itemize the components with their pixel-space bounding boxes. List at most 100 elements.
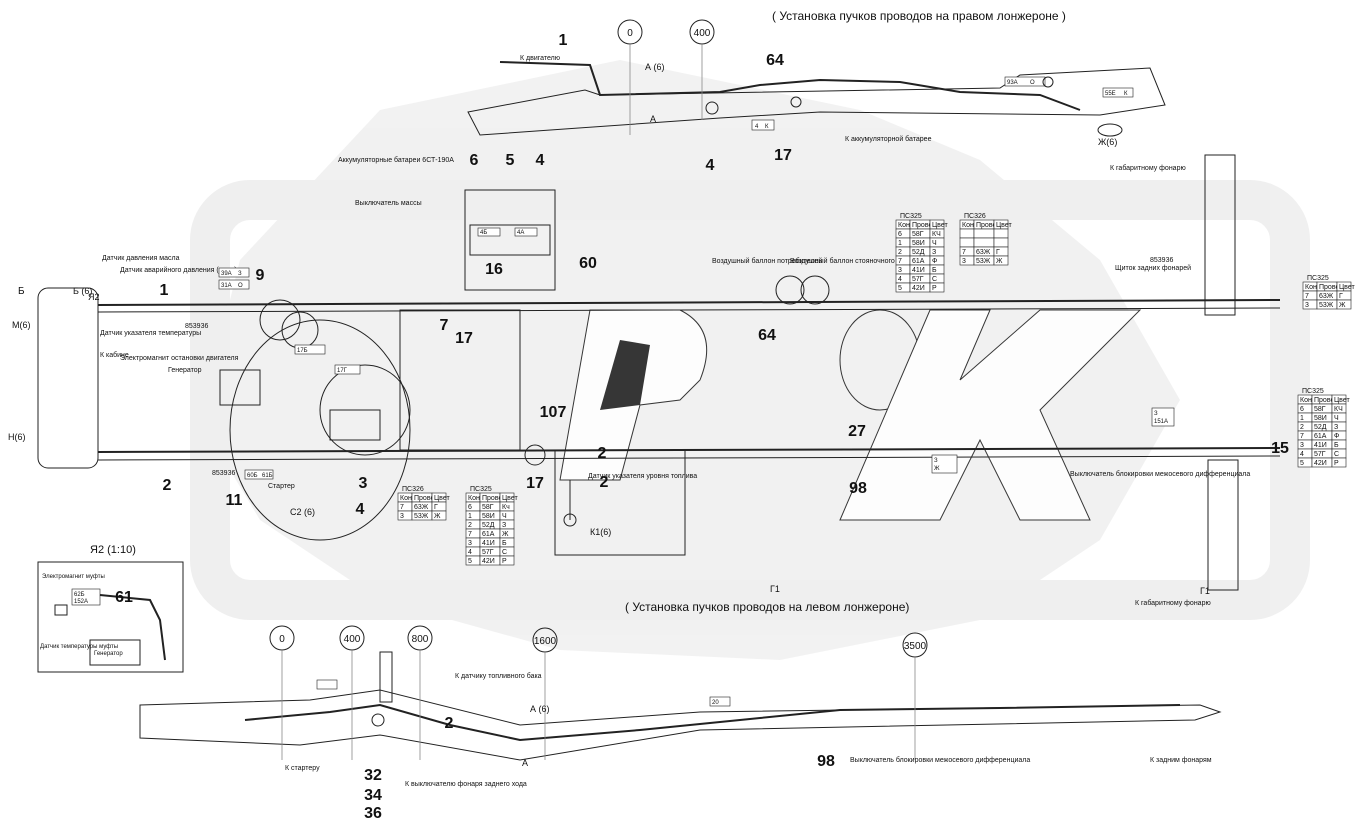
table-cell: Р bbox=[502, 558, 507, 565]
label-datchik-urovnya: Датчик указателя уровня топлива bbox=[588, 473, 697, 480]
table-cell: 53Ж bbox=[976, 258, 991, 265]
table-cell: Ф bbox=[932, 258, 937, 265]
svg-text:17Б: 17Б bbox=[297, 348, 308, 354]
svg-text:З: З bbox=[934, 458, 938, 464]
table-header-cell: Цвет bbox=[932, 222, 948, 229]
table-cell: Р bbox=[1334, 460, 1339, 467]
caption-bottom: ( Установка пучков проводов на левом лон… bbox=[625, 600, 909, 614]
table-cell: 61А bbox=[482, 531, 495, 538]
table-cell: 3 bbox=[962, 258, 966, 265]
table-header-cell: Провод bbox=[482, 495, 506, 502]
svg-text:17Г: 17Г bbox=[337, 368, 348, 374]
callout-number: 17 bbox=[455, 330, 473, 347]
svg-text:О: О bbox=[1030, 80, 1035, 86]
table-cell: 1 bbox=[468, 513, 472, 520]
table-cell: 57Г bbox=[1314, 451, 1326, 458]
table-cell: КЧ bbox=[932, 231, 941, 238]
view-m6: М(6) bbox=[12, 320, 31, 330]
table-cell: Ж bbox=[1339, 302, 1346, 309]
svg-text:0: 0 bbox=[279, 634, 285, 645]
table-cell: С bbox=[932, 276, 937, 283]
table-cell: 5 bbox=[468, 558, 472, 565]
table-cell: 7 bbox=[1300, 433, 1304, 440]
table-cell: Г bbox=[434, 504, 438, 511]
callout-number: 15 bbox=[1271, 440, 1289, 457]
inset-ya2: Я2 (1:10) Электромагнит муфты Датчик тем… bbox=[37, 544, 184, 673]
label-shchitok: Щиток задних фонарей bbox=[1115, 264, 1191, 272]
callout-number: 4 bbox=[356, 501, 365, 518]
table-cell: З bbox=[932, 249, 936, 256]
label-vykl-bloki-bottom: Выключатель блокировки межосевого диффер… bbox=[850, 756, 1030, 764]
table-header-cell: Конт bbox=[468, 495, 484, 502]
label-k-datchiku-topl: К датчику топливного бака bbox=[455, 672, 542, 680]
table-cell: Р bbox=[932, 285, 937, 292]
table-cell: 7 bbox=[468, 531, 472, 538]
view-a6: А (6) bbox=[645, 62, 665, 72]
callout-number: 36 bbox=[364, 805, 382, 822]
svg-text:61Б: 61Б bbox=[262, 473, 273, 479]
table-cell: С bbox=[1334, 451, 1339, 458]
callout-number: 98 bbox=[817, 753, 835, 770]
table-cell: 61А bbox=[1314, 433, 1327, 440]
svg-text:60Б: 60Б bbox=[247, 473, 258, 479]
label-vykl-bloki: Выключатель блокировки межосевого диффер… bbox=[1070, 470, 1250, 478]
table-cell: 61А bbox=[912, 258, 925, 265]
svg-text:З: З bbox=[238, 271, 242, 277]
callout-number: 6 bbox=[470, 152, 479, 169]
callout-number: 16 bbox=[485, 261, 503, 278]
table-title: ПС326 bbox=[402, 486, 424, 493]
callout-number: 2 bbox=[445, 715, 454, 732]
table-header-cell: Конт bbox=[1305, 284, 1321, 291]
watermark-letters bbox=[559, 309, 1142, 521]
callout-number: 3 bbox=[359, 475, 368, 492]
svg-text:400: 400 bbox=[344, 634, 361, 645]
label-generator-inset: Генератор bbox=[94, 651, 123, 657]
table-cell: Ж bbox=[996, 258, 1003, 265]
view-a-bottom: А bbox=[522, 758, 528, 768]
table-cell: Ч bbox=[502, 513, 507, 520]
table-header-cell: Провод bbox=[976, 222, 1000, 229]
view-a: А bbox=[650, 114, 656, 124]
label-akkum-batarei: Аккумуляторные батареи 6СТ-190А bbox=[338, 156, 454, 164]
callout-number: 11 bbox=[226, 492, 243, 509]
table-cell: 4 bbox=[1300, 451, 1304, 458]
view-ya2-small: Я2 bbox=[88, 292, 100, 302]
label-code-853936-c: 853936 bbox=[1150, 257, 1173, 264]
svg-text:0: 0 bbox=[627, 28, 633, 39]
label-k-gabarit-top: К габаритному фонарю bbox=[1110, 164, 1186, 172]
callout-number: 32 bbox=[364, 767, 382, 784]
table-header-cell: Провод bbox=[414, 495, 438, 502]
table-cell: Б bbox=[932, 267, 937, 274]
table-cell: Ж bbox=[434, 513, 441, 520]
callout-number: 7 bbox=[440, 317, 449, 334]
table-cell: 42И bbox=[482, 558, 495, 565]
table-cell: 5 bbox=[898, 285, 902, 292]
table-title: ПС325 bbox=[1307, 275, 1329, 282]
table-cell: З bbox=[1334, 424, 1338, 431]
svg-text:3500: 3500 bbox=[904, 641, 927, 652]
table-header-cell: Цвет bbox=[1334, 397, 1350, 404]
callout-number: 1 bbox=[559, 32, 568, 49]
label-k-gabarit-bot: К габаритному фонарю bbox=[1135, 599, 1211, 607]
callout-number: 9 bbox=[256, 267, 265, 284]
label-elmagnit: Электромагнит остановки двигателя bbox=[120, 355, 239, 362]
table-cell: 57Г bbox=[482, 549, 494, 556]
table-cell: 41И bbox=[1314, 442, 1327, 449]
callout-number: 17 bbox=[774, 147, 792, 164]
table-cell: Ч bbox=[1334, 415, 1339, 422]
table-title: ПС325 bbox=[900, 213, 922, 220]
table-cell: Г bbox=[996, 249, 1000, 256]
table-cell: С bbox=[502, 549, 507, 556]
svg-text:4: 4 bbox=[755, 124, 759, 130]
svg-text:62Б: 62Б bbox=[74, 592, 85, 598]
svg-text:О: О bbox=[238, 283, 243, 289]
callout-number: 98 bbox=[849, 480, 867, 497]
table-title: ПС325 bbox=[470, 486, 492, 493]
table-cell: КЧ bbox=[1334, 406, 1343, 413]
